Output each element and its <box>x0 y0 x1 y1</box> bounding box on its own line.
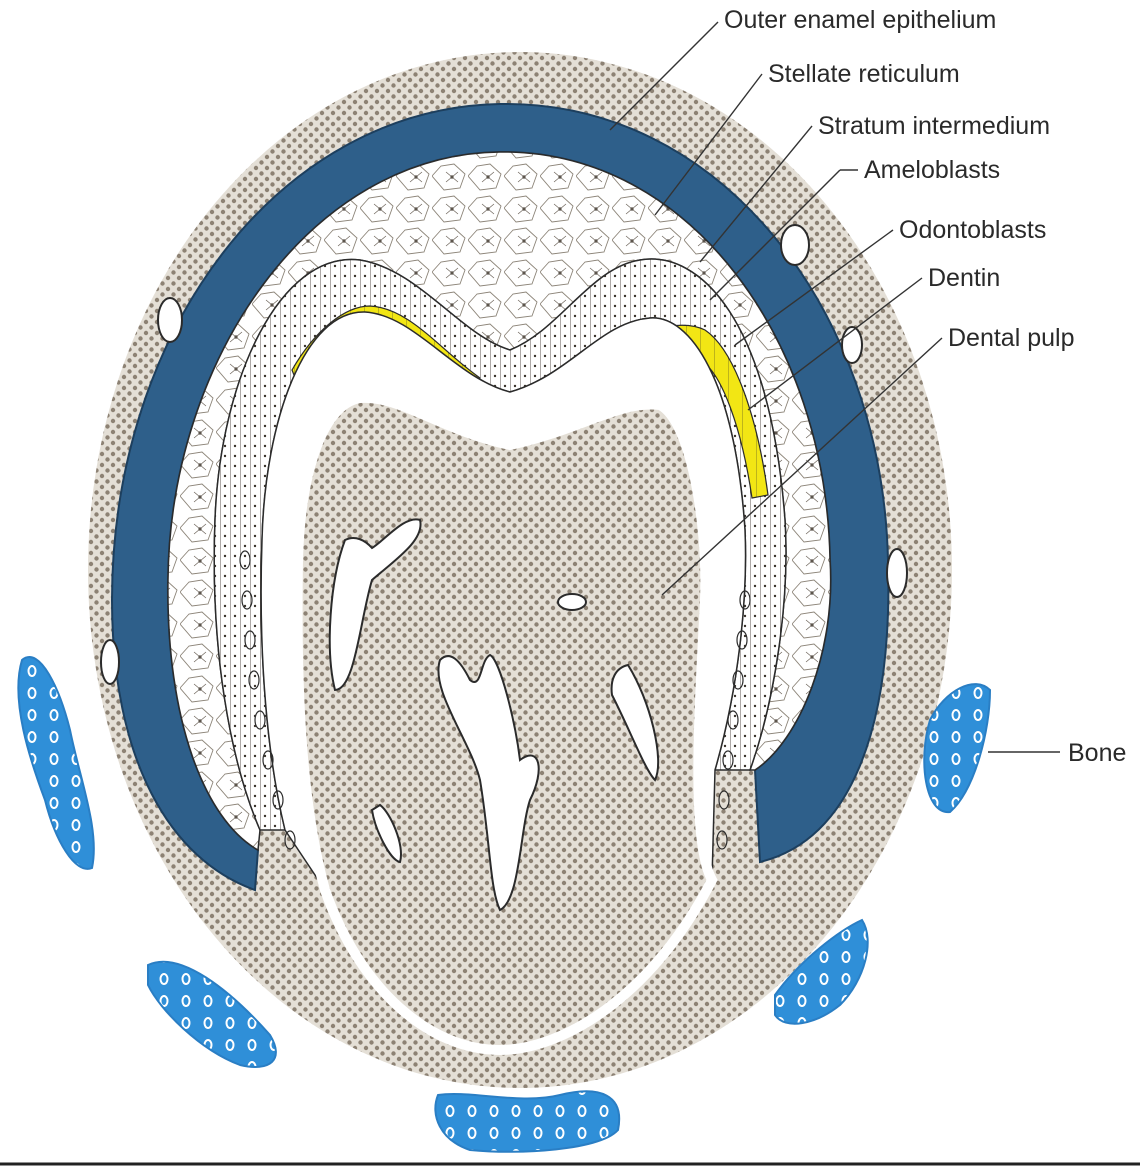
pulp-vessel <box>558 594 586 610</box>
bone-fragment <box>18 657 94 869</box>
label-dentin: Dentin <box>928 264 1000 292</box>
label-stratum-intermedium: Stratum intermedium <box>818 112 1050 140</box>
label-dental-pulp: Dental pulp <box>948 324 1074 352</box>
bone-fragment <box>435 1091 619 1151</box>
label-outer-enamel-epithelium: Outer enamel epithelium <box>724 6 996 34</box>
label-bone: Bone <box>1068 739 1126 767</box>
dental-pulp <box>298 398 712 1050</box>
label-odontoblasts: Odontoblasts <box>899 216 1046 244</box>
label-stellate-reticulum: Stellate reticulum <box>768 60 960 88</box>
label-ameloblasts: Ameloblasts <box>864 156 1000 184</box>
